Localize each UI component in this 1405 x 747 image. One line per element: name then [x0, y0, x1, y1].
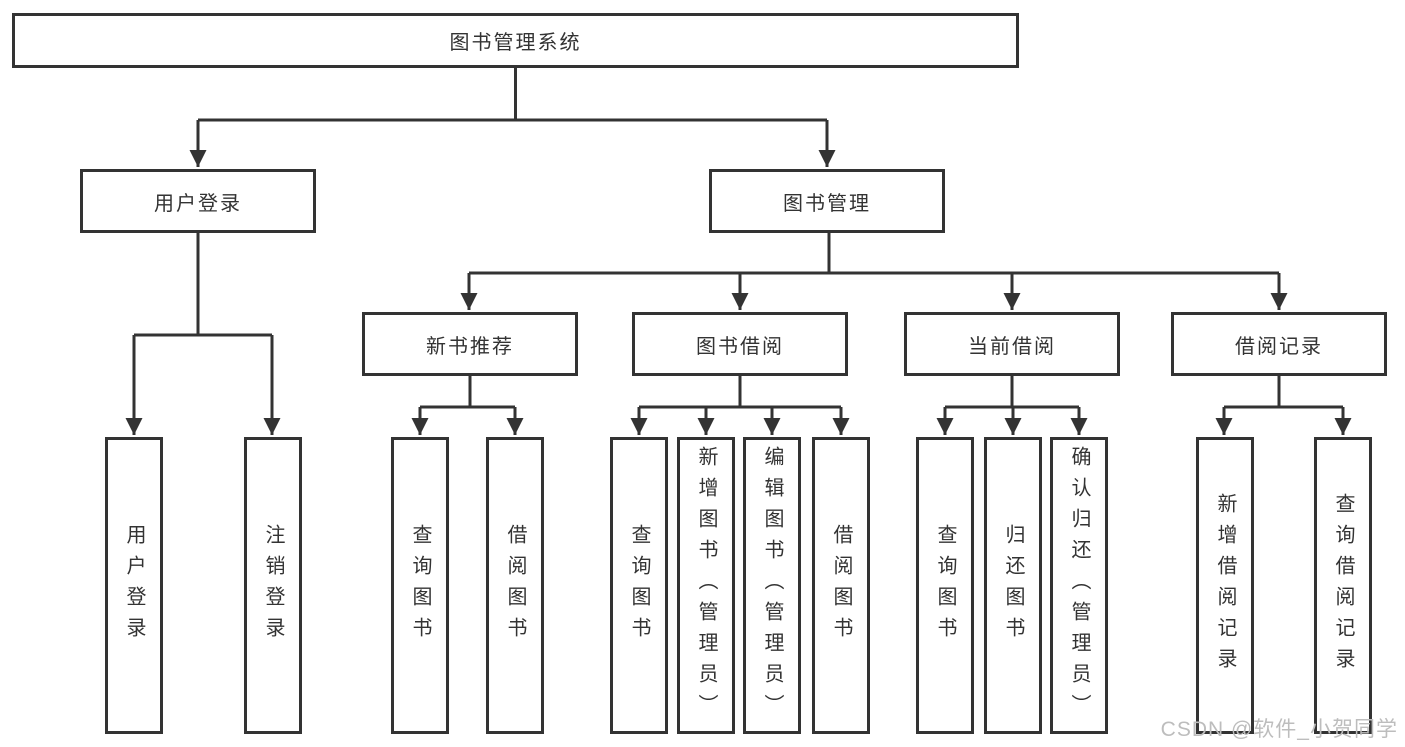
- node-borrow-query-book-label: 查询图书: [628, 523, 650, 648]
- node-current-query-book-label: 查询图书: [934, 523, 956, 648]
- node-login-leaf-label: 用户登录: [123, 523, 145, 648]
- node-current-query-book: 查询图书: [916, 437, 974, 734]
- node-book-borrow: 图书借阅: [632, 312, 848, 376]
- node-new-book-recommend: 新书推荐: [362, 312, 578, 376]
- node-borrow-borrow-book-label: 借阅图书: [830, 523, 852, 648]
- node-recommend-query-book: 查询图书: [391, 437, 449, 734]
- node-current-confirm-return-admin: 确认归还（管理员）: [1050, 437, 1108, 734]
- node-recommend-query-book-label: 查询图书: [409, 523, 431, 648]
- node-user-login: 用户登录: [80, 169, 316, 233]
- node-borrow-edit-book-admin-label: 编辑图书（管理员）: [761, 446, 783, 725]
- node-records-query-record: 查询借阅记录: [1314, 437, 1372, 734]
- node-logout-leaf-label: 注销登录: [262, 523, 284, 648]
- node-library-system: 图书管理系统: [12, 13, 1019, 68]
- node-borrow-add-book-admin-label: 新增图书（管理员）: [695, 446, 717, 725]
- node-current-return-book: 归还图书: [984, 437, 1042, 734]
- node-current-return-book-label: 归还图书: [1002, 523, 1024, 648]
- node-borrow-borrow-book: 借阅图书: [812, 437, 870, 734]
- node-recommend-borrow-book-label: 借阅图书: [504, 523, 526, 648]
- node-login-leaf: 用户登录: [105, 437, 163, 734]
- node-current-borrow: 当前借阅: [904, 312, 1120, 376]
- node-records-query-record-label: 查询借阅记录: [1332, 492, 1354, 679]
- node-book-management: 图书管理: [709, 169, 945, 233]
- node-current-confirm-return-admin-label: 确认归还（管理员）: [1068, 446, 1090, 725]
- node-recommend-borrow-book: 借阅图书: [486, 437, 544, 734]
- node-records-add-record-label: 新增借阅记录: [1214, 492, 1236, 679]
- node-records-add-record: 新增借阅记录: [1196, 437, 1254, 734]
- node-borrow-edit-book-admin: 编辑图书（管理员）: [743, 437, 801, 734]
- node-borrow-query-book: 查询图书: [610, 437, 668, 734]
- csdn-watermark: CSDN @软件_小贺同学: [1160, 718, 1398, 741]
- node-borrow-add-book-admin: 新增图书（管理员）: [677, 437, 735, 734]
- node-logout-leaf: 注销登录: [244, 437, 302, 734]
- node-borrow-records: 借阅记录: [1171, 312, 1387, 376]
